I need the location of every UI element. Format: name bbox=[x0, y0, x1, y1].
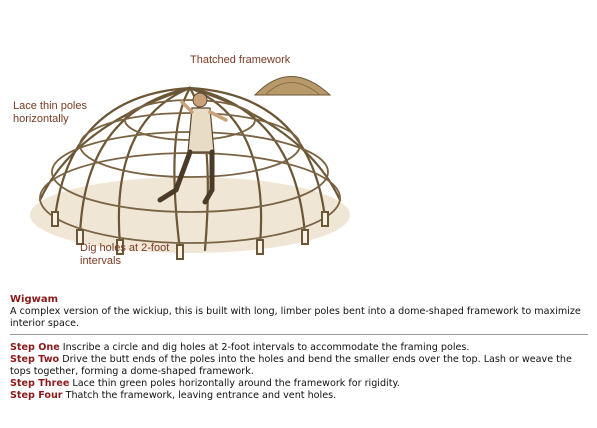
callout-thatched-framework: Thatched framework bbox=[190, 54, 291, 66]
section-title: Wigwam bbox=[10, 294, 59, 305]
step-text: Drive the butt ends of the poles into th… bbox=[10, 354, 572, 377]
step-text: Lace thin green poles horizontally aroun… bbox=[72, 378, 400, 389]
step-item: Step One Inscribe a circle and dig holes… bbox=[10, 342, 588, 354]
pole-holes bbox=[51, 211, 329, 260]
wigwam-illustration bbox=[30, 76, 350, 260]
callout-dig-holes: Dig holes at 2-foot intervals bbox=[80, 242, 170, 267]
step-text: Thatch the framework, leaving entrance a… bbox=[65, 390, 337, 401]
step-item: Step Four Thatch the framework, leaving … bbox=[10, 390, 588, 402]
intro-paragraph: A complex version of the wickiup, this i… bbox=[10, 306, 581, 329]
step-label: Step Three bbox=[10, 378, 70, 389]
ground-shadow bbox=[30, 177, 350, 253]
step-text: Inscribe a circle and dig holes at 2-foo… bbox=[62, 342, 470, 353]
steps-list: Step One Inscribe a circle and dig holes… bbox=[10, 342, 588, 402]
divider bbox=[10, 334, 588, 335]
worker-figure bbox=[157, 92, 228, 205]
step-item: Step Three Lace thin green poles horizon… bbox=[10, 378, 588, 390]
step-item: Step Two Drive the butt ends of the pole… bbox=[10, 354, 588, 378]
thatched-inset bbox=[253, 76, 332, 96]
step-label: Step Two bbox=[10, 354, 60, 365]
step-label: Step Four bbox=[10, 390, 63, 401]
callout-lace-poles: Lace thin poles horizontally bbox=[13, 100, 87, 125]
step-label: Step One bbox=[10, 342, 60, 353]
dome-framework bbox=[38, 85, 342, 252]
